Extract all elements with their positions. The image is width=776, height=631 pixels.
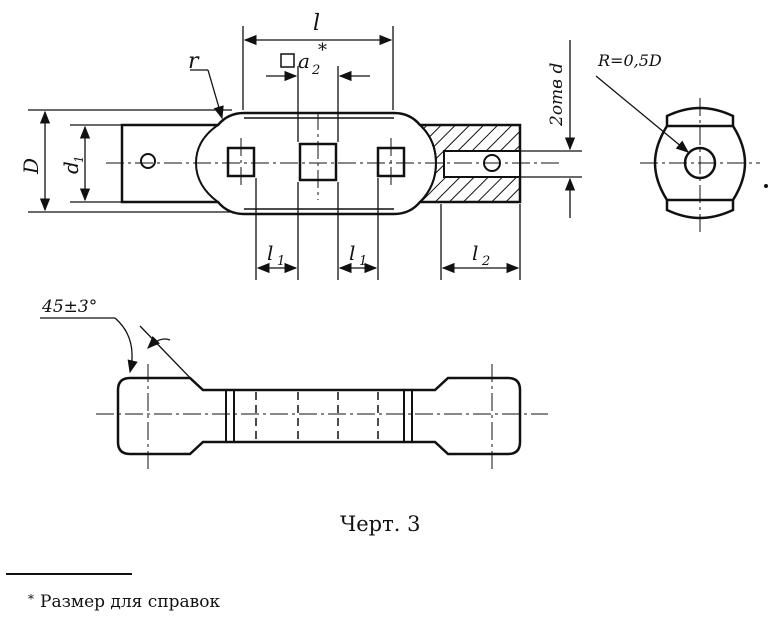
dim-a2-label: a 2 * bbox=[280, 40, 327, 78]
bottom-outline bbox=[116, 376, 522, 456]
radius-label: R=0,5D bbox=[597, 51, 662, 70]
svg-text:2: 2 bbox=[311, 63, 320, 78]
front-centerlines bbox=[106, 112, 560, 200]
footnote: * Размер для справок bbox=[28, 592, 220, 612]
dim-l1-left-label: l 1 bbox=[267, 241, 285, 269]
svg-text:2: 2 bbox=[481, 254, 490, 269]
side-dimensions bbox=[595, 75, 690, 153]
dim-l-label: l bbox=[313, 11, 320, 36]
dim-hole-label: 2отв d bbox=[547, 63, 567, 127]
angle-label: 45±3° bbox=[41, 297, 97, 317]
svg-text:1: 1 bbox=[359, 254, 367, 269]
svg-text:l: l bbox=[267, 241, 273, 265]
footnote-divider bbox=[6, 573, 132, 575]
dim-l1-right-label: l 1 bbox=[349, 241, 367, 269]
dim-d1-label: d 1 bbox=[59, 155, 86, 174]
svg-text:a: a bbox=[298, 49, 310, 73]
bottom-view bbox=[116, 376, 522, 456]
svg-text:1: 1 bbox=[72, 155, 86, 163]
footnote-text: Размер для справок bbox=[40, 592, 221, 612]
svg-text:1: 1 bbox=[277, 254, 285, 269]
svg-text:*: * bbox=[318, 40, 327, 61]
dim-l2-label: l 2 bbox=[472, 241, 490, 269]
footnote-star: * bbox=[28, 592, 34, 606]
svg-text:l: l bbox=[472, 241, 478, 265]
side-centerlines bbox=[640, 98, 760, 232]
dim-r-label: r bbox=[188, 49, 200, 74]
svg-text:l: l bbox=[349, 241, 355, 265]
front-dimensions bbox=[28, 26, 582, 280]
bottom-centerlines bbox=[96, 364, 548, 470]
hole-left bbox=[140, 153, 156, 169]
figure-caption: Черт. 3 bbox=[340, 512, 421, 536]
svg-text:d: d bbox=[59, 161, 83, 174]
bottom-hidden-lines bbox=[255, 392, 379, 440]
section-hole bbox=[443, 150, 521, 178]
angle-dimension bbox=[40, 317, 199, 387]
dim-D-label: D bbox=[19, 158, 43, 175]
